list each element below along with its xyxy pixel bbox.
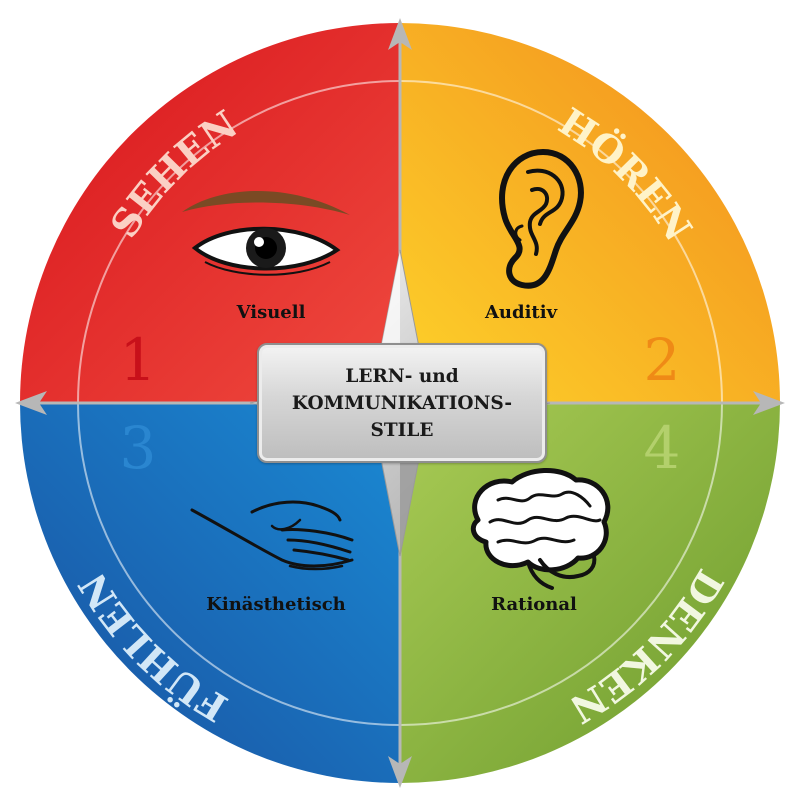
ear-icon bbox=[499, 148, 584, 289]
label-auditiv: Auditiv bbox=[484, 302, 558, 323]
number-2: 2 bbox=[644, 326, 681, 394]
label-rational: Rational bbox=[491, 594, 577, 615]
number-3: 3 bbox=[120, 414, 157, 482]
quadrant-sehen bbox=[20, 23, 400, 403]
eye-icon bbox=[182, 191, 350, 276]
center-title-box: LERN- und KOMMUNIKATIONS- STILE bbox=[257, 343, 547, 463]
label-kinaesthetisch: Kinästhetisch bbox=[206, 594, 346, 615]
brain-icon bbox=[470, 467, 611, 590]
hand-icon bbox=[190, 500, 354, 571]
quadrant-hoeren bbox=[400, 23, 780, 403]
number-1: 1 bbox=[120, 326, 157, 394]
quadrant-fuehlen bbox=[20, 403, 400, 783]
center-title-line-2: KOMMUNIKATIONS- bbox=[291, 392, 513, 414]
center-title-line-3: STILE bbox=[370, 419, 434, 441]
center-title-line-1: LERN- und bbox=[345, 365, 459, 387]
number-4: 4 bbox=[644, 414, 681, 482]
label-visuell: Visuell bbox=[236, 302, 306, 323]
center-title: LERN- und KOMMUNIKATIONS- STILE bbox=[292, 363, 512, 444]
